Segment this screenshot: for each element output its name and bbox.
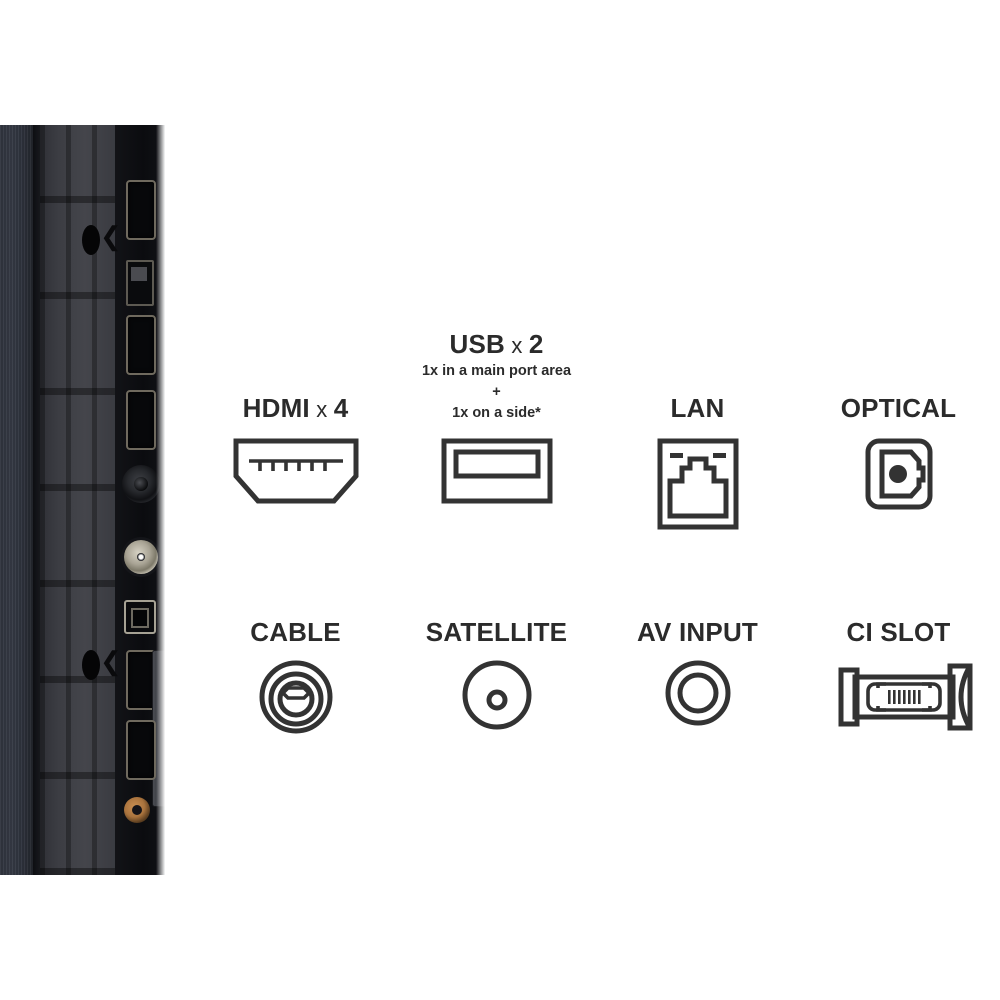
usb-title-count: 2 [528, 328, 544, 359]
ci-slot-title: CI SLOT [846, 617, 951, 647]
port-legend-top-row: HDMI x 4 USB x 2 1x in a main port area … [195, 290, 1000, 530]
av-input-labels: AV INPUT [597, 617, 798, 648]
photo-satellite-port [124, 540, 158, 574]
hdmi-labels: HDMI x 4 [195, 393, 396, 424]
port-legend-bottom-row: CABLE SATELLITE [195, 580, 1000, 740]
photo-hdmi-port-3 [126, 390, 156, 450]
satellite-title: SATELLITE [425, 617, 568, 647]
hdmi-title-count: 4 [333, 393, 349, 423]
photo-hdmi-port-2 [126, 315, 156, 375]
port-item-lan[interactable]: LAN [597, 290, 798, 530]
hdmi-title-mult: x [316, 397, 328, 422]
hdmi-title: HDMI x 4 [195, 393, 396, 424]
ci-slot-labels: CI SLOT [798, 617, 999, 648]
port-legend: HDMI x 4 USB x 2 1x in a main port area … [195, 0, 1000, 1000]
photo-right-fade [156, 125, 166, 875]
optical-labels: OPTICAL [798, 393, 999, 424]
tv-bezel-texture [0, 125, 33, 875]
hdmi-icon-wrap [233, 438, 359, 530]
port-item-cable[interactable]: CABLE [195, 580, 396, 740]
photo-hdmi-port-4 [126, 650, 156, 710]
ci-card-slot-icon [838, 663, 972, 731]
tv-bezel-gap [33, 125, 40, 875]
av-input-icon-wrap [665, 660, 731, 740]
optical-icon-wrap [865, 438, 933, 530]
usb-labels: USB x 2 1x in a main port area + 1x on a… [396, 329, 597, 424]
av-input-title: AV INPUT [636, 617, 758, 647]
photo-cable-coax-port [122, 465, 160, 503]
photo-optical-port [124, 600, 156, 634]
tv-bezel-edge [0, 125, 33, 875]
optical-title: OPTICAL [840, 393, 957, 423]
satellite-labels: SATELLITE [396, 617, 597, 648]
usb-title-mult: x [511, 332, 523, 358]
satellite-icon-wrap [462, 660, 532, 740]
port-item-satellite[interactable]: SATELLITE [396, 580, 597, 740]
photo-av-input-port [124, 797, 150, 823]
coaxial-cable-port-icon [259, 660, 332, 734]
photo-hdmi-port-5 [126, 720, 156, 780]
photo-hdmi-port-1 [126, 180, 156, 240]
usb-icon-wrap [441, 438, 553, 530]
lan-rj45-port-icon [657, 438, 738, 530]
panel-chevron-upper: ❮ [100, 221, 122, 251]
photo-usb-port-1 [126, 260, 154, 306]
lan-icon-wrap [657, 438, 739, 530]
usb-sub-line-1: 1x in a main port area [421, 362, 572, 379]
port-item-optical[interactable]: OPTICAL [798, 290, 999, 530]
usb-sub-line-3: 1x on a side* [452, 404, 541, 421]
port-item-hdmi[interactable]: HDMI x 4 [195, 290, 396, 530]
tv-rear-cover [40, 125, 115, 875]
panel-chevron-lower: ❮ [100, 646, 122, 676]
usb-port-icon [441, 438, 552, 504]
cable-labels: CABLE [195, 617, 396, 648]
panel-marker-dot-lower [82, 650, 100, 680]
satellite-f-connector-icon [462, 660, 531, 730]
lan-title: LAN [670, 393, 725, 423]
hdmi-port-icon [233, 438, 358, 504]
cable-title: CABLE [250, 617, 341, 647]
panel-marker-dot-upper [82, 225, 100, 255]
ci-slot-icon-wrap [838, 660, 988, 740]
av-input-jack-icon [665, 660, 730, 726]
usb-title: USB x 2 [396, 329, 597, 360]
port-item-usb[interactable]: USB x 2 1x in a main port area + 1x on a… [396, 290, 597, 530]
hdmi-title-main: HDMI [242, 393, 310, 423]
optical-toslink-port-icon [865, 438, 932, 510]
port-item-av-input[interactable]: AV INPUT [597, 580, 798, 740]
usb-title-main: USB [449, 328, 505, 359]
port-item-ci-slot[interactable]: CI SLOT [798, 580, 999, 740]
usb-sub-line-2: + [492, 383, 501, 400]
tv-side-panel-photo: ❮ ❮ [0, 125, 166, 875]
lan-labels: LAN [597, 393, 798, 424]
cable-icon-wrap [259, 660, 333, 740]
tv-rear-cover-grid-texture [40, 125, 115, 875]
